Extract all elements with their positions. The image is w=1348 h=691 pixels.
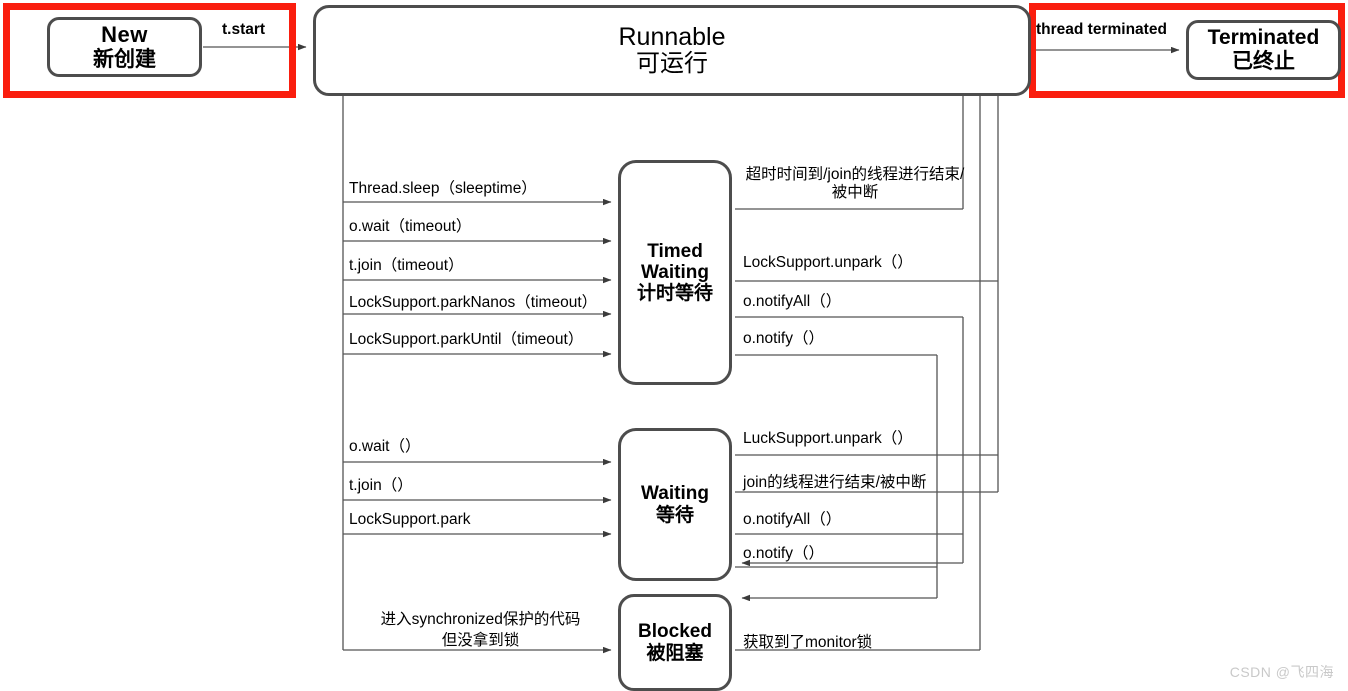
highlight-box-new: [3, 3, 296, 98]
state-node-timed-waiting-en2: Waiting: [641, 261, 709, 283]
state-node-runnable-zh: 可运行: [636, 50, 708, 78]
state-node-timed-waiting-en1: Timed: [647, 240, 703, 262]
edge-label-enter-synchronized-1: 进入synchronized保护的代码: [380, 611, 581, 628]
state-node-waiting-en: Waiting: [641, 483, 709, 505]
edge-label-parknanos: LockSupport.parkNanos（timeout）: [349, 294, 598, 311]
state-node-new-zh: 新创建: [93, 47, 156, 71]
edge-label-lucksupport-unpark: LuckSupport.unpark（）: [743, 430, 913, 447]
state-node-terminated-en: Terminated: [1207, 26, 1320, 50]
state-node-new-en: New: [101, 21, 148, 47]
edge-label-thread-sleep: Thread.sleep（sleeptime）: [349, 180, 537, 197]
state-node-timed-waiting[interactable]: Timed Waiting 计时等待: [618, 160, 732, 385]
edge-label-thread-terminated: thread terminated: [1036, 21, 1167, 38]
state-node-waiting-zh: 等待: [655, 504, 694, 526]
edge-label-enter-synchronized-2: 但没拿到锁: [441, 632, 520, 649]
state-node-waiting[interactable]: Waiting 等待: [618, 428, 732, 581]
edge-label-t-join-timeout: t.join（timeout）: [349, 257, 464, 274]
edge-label-o-wait-timeout: o.wait（timeout）: [349, 218, 472, 235]
watermark: CSDN @飞四海: [1229, 664, 1334, 680]
edge-label-locksupport-park: LockSupport.park: [349, 511, 471, 528]
edge-label-t-join: t.join（）: [349, 477, 413, 494]
edge-label-notify-waiting: o.notify（）: [743, 545, 824, 562]
state-node-blocked-en: Blocked: [638, 621, 712, 643]
state-node-terminated[interactable]: Terminated 已终止: [1186, 20, 1341, 80]
edge-label-notify-timed: o.notify（）: [743, 330, 824, 347]
state-node-blocked[interactable]: Blocked 被阻塞: [618, 594, 732, 691]
edge-label-locksupport-unpark: LockSupport.unpark（）: [743, 254, 913, 271]
edge-label-join-finished-interrupt: join的线程进行结束/被中断: [743, 474, 927, 491]
highlight-box-terminated: [1029, 3, 1345, 98]
edge-label-notifyall-timed: o.notifyAll（）: [743, 293, 842, 310]
state-node-runnable[interactable]: Runnable 可运行: [313, 5, 1031, 96]
edge-label-acquired-monitor-lock: 获取到了monitor锁: [743, 634, 873, 651]
edge-label-t-start: t.start: [222, 21, 266, 38]
edge-label-o-wait: o.wait（）: [349, 438, 421, 455]
edge-label-timeout-join-interrupt: 超时时间到/join的线程进行结束/被中断: [745, 166, 965, 201]
edge-label-notifyall-waiting: o.notifyAll（）: [743, 511, 842, 528]
edge-label-parkuntil: LockSupport.parkUntil（timeout）: [349, 331, 584, 348]
state-node-blocked-zh: 被阻塞: [646, 642, 704, 664]
state-node-terminated-zh: 已终止: [1232, 50, 1295, 73]
state-node-timed-waiting-zh: 计时等待: [636, 283, 713, 305]
state-node-runnable-en: Runnable: [618, 23, 726, 52]
state-node-new[interactable]: New 新创建: [47, 17, 202, 77]
